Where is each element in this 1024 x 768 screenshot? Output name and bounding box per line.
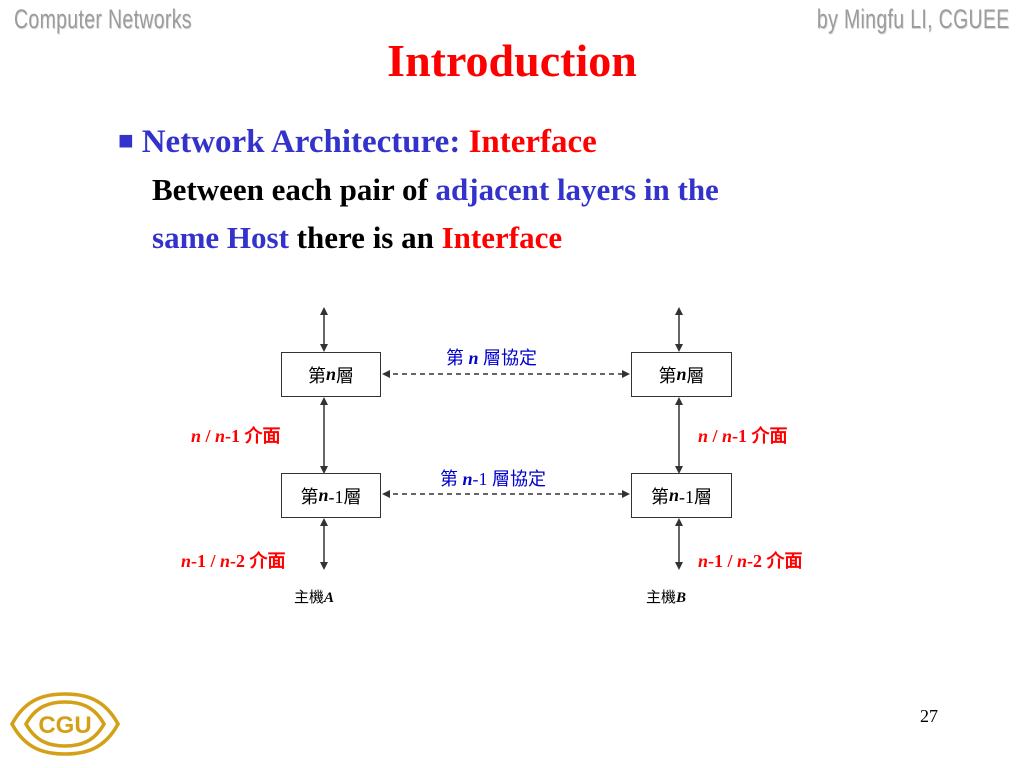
protocol-n-label: 第 n 層協定 (446, 344, 537, 370)
body-highlight: same Host (152, 220, 289, 255)
label-text: -1 / (191, 551, 221, 571)
box-text: 第 (307, 365, 326, 386)
bullet-body-line-2: same Host there is an Interface (152, 220, 562, 256)
bullet-heading-text: Network Architecture: (141, 124, 469, 160)
label-text: 主機 (646, 590, 677, 606)
bullet-heading-highlight: Interface (468, 124, 597, 160)
right-interface-upper-label: n / n-1 介面 (698, 422, 788, 448)
square-bullet-icon: ■ (118, 126, 134, 155)
label-text: -1 介面 (732, 426, 788, 446)
label-text: / (708, 426, 723, 446)
label-italic: n (468, 348, 479, 368)
box-italic: n (318, 485, 329, 505)
box-text: 第 (658, 365, 677, 386)
bullet-heading: ■Network Architecture: Interface (118, 124, 597, 161)
label-italic: A (324, 590, 335, 606)
body-text: there is an (288, 220, 442, 255)
bullet-body-line-1: Between each pair of adjacent layers in … (152, 172, 719, 208)
svg-text:CGU: CGU (38, 712, 91, 739)
label-italic: n (215, 426, 226, 446)
label-italic: n (722, 426, 733, 446)
label-italic: n (698, 551, 709, 571)
label-text: -1 / (708, 551, 738, 571)
label-text: 第 (446, 348, 469, 368)
label-italic: n (181, 551, 192, 571)
protocol-n1-label: 第 n-1 層協定 (440, 465, 546, 491)
box-text: 層 (686, 365, 705, 386)
left-interface-upper-label: n / n-1 介面 (191, 422, 281, 448)
box-italic: n (676, 364, 687, 384)
label-text: -1 介面 (225, 426, 281, 446)
body-text: Between each pair of (152, 172, 436, 207)
label-italic: n (191, 426, 202, 446)
label-text: 層協定 (478, 348, 538, 368)
box-text: 第 (650, 486, 669, 507)
host-b-label: 主機B (646, 586, 686, 607)
label-italic: B (676, 590, 687, 606)
label-text: -2 介面 (747, 551, 803, 571)
body-highlight: adjacent layers in the (435, 172, 719, 207)
box-italic: n (325, 364, 336, 384)
box-italic: n (668, 485, 679, 505)
left-interface-lower-label: n-1 / n-2 介面 (181, 547, 286, 573)
page-number: 27 (920, 706, 938, 726)
course-title-header: Computer Networks (14, 4, 192, 34)
box-text: -1層 (679, 486, 712, 507)
right-interface-lower-label: n-1 / n-2 介面 (698, 547, 803, 573)
label-text: 主機 (294, 590, 325, 606)
label-text: -1 層協定 (472, 469, 547, 489)
label-text: 第 (440, 469, 463, 489)
label-italic: n (220, 551, 231, 571)
label-italic: n (737, 551, 748, 571)
label-text: / (201, 426, 216, 446)
box-text: 層 (336, 365, 354, 386)
box-text: -1層 (328, 486, 362, 507)
label-italic: n (462, 469, 473, 489)
cgu-logo: CGU (10, 692, 120, 756)
box-text: 第 (300, 486, 319, 507)
label-italic: n (698, 426, 709, 446)
author-header: by Mingfu LI, CGUEE (817, 4, 1010, 34)
slide-title: Introduction (387, 35, 637, 86)
label-text: -2 介面 (230, 551, 286, 571)
host-a-label: 主機A (294, 586, 334, 607)
body-red-highlight: Interface (441, 220, 563, 255)
